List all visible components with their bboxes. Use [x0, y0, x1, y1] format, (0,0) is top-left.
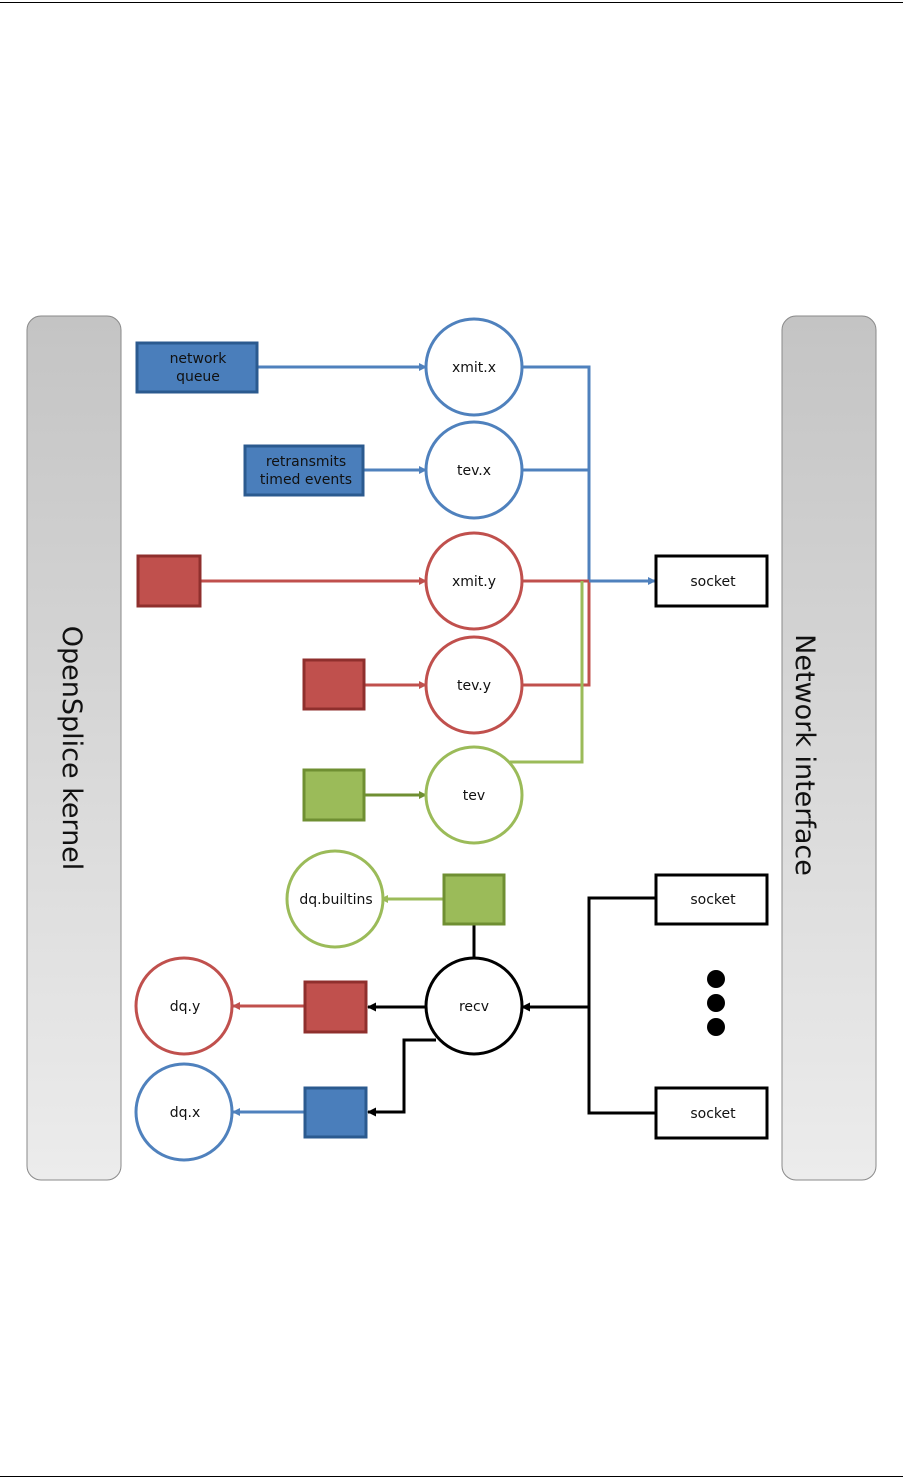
tev-thread	[424, 745, 524, 845]
tev-y-label: tev.y	[457, 678, 491, 694]
recv-socket-bottom-label: socket	[690, 1106, 736, 1122]
tev-label: tev	[463, 788, 485, 804]
dq-builtins-thread	[285, 849, 385, 949]
recv-sockets-bracket-edge	[587, 896, 655, 1115]
recv-thread	[424, 956, 524, 1056]
recv-to-blue-queue-edge	[367, 1038, 436, 1117]
green-queue-tev	[302, 768, 366, 822]
blue-queue-dq-x	[303, 1086, 368, 1139]
tev-y-thread	[424, 635, 524, 735]
recv-to-green-queue-edge	[466, 922, 476, 959]
ellipsis-dot-2	[707, 994, 725, 1012]
tev-x-thread	[424, 420, 524, 520]
xmit-y-thread	[424, 531, 524, 631]
ellipsis-dot-1	[707, 970, 725, 988]
xmit-x-label: xmit.x	[452, 360, 496, 376]
send-socket-label: socket	[690, 574, 736, 590]
red-queue-dq-y	[303, 980, 368, 1034]
dq-x-label: dq.x	[170, 1105, 201, 1121]
network-queue-label-line2: queue	[176, 369, 220, 385]
send-socket	[654, 554, 769, 608]
ellipsis-dot-3	[707, 1018, 725, 1036]
footer-rule	[0, 1476, 903, 1477]
network-queue-box	[135, 341, 259, 394]
network-interface-panel	[781, 315, 877, 1181]
recv-socket-top-label: socket	[690, 892, 736, 908]
recv-socket-top	[654, 873, 769, 926]
opensplice-kernel-label: OpenSplice kernel	[56, 626, 87, 871]
xmit-y-label: xmit.y	[452, 574, 496, 590]
dq-builtins-label: dq.builtins	[299, 892, 372, 908]
dq-y-label: dq.y	[170, 999, 201, 1015]
xmit-x-to-bus-edge	[522, 365, 591, 581]
dq-y-thread	[134, 956, 234, 1056]
retransmits-label-line2: timed events	[260, 472, 352, 488]
green-queue-builtins	[442, 873, 506, 926]
tev-to-bus-edge	[510, 581, 584, 764]
retransmits-queue-box	[243, 444, 365, 497]
recv-socket-bottom	[654, 1086, 769, 1140]
dq-x-thread	[134, 1062, 234, 1162]
network-interface-label: Network interface	[789, 634, 820, 876]
network-queue-label-line1: network	[170, 351, 228, 367]
xmit-x-thread	[424, 317, 524, 417]
header-rule	[0, 2, 903, 3]
tev-x-label: tev.x	[457, 463, 491, 479]
red-queue-xmit-y	[136, 554, 202, 608]
opensplice-kernel-panel	[26, 315, 122, 1181]
retransmits-label-line1: retransmits	[266, 454, 346, 470]
tev-y-to-bus-edge	[522, 581, 591, 687]
recv-label: recv	[459, 999, 489, 1015]
red-queue-tev-y	[302, 658, 366, 711]
